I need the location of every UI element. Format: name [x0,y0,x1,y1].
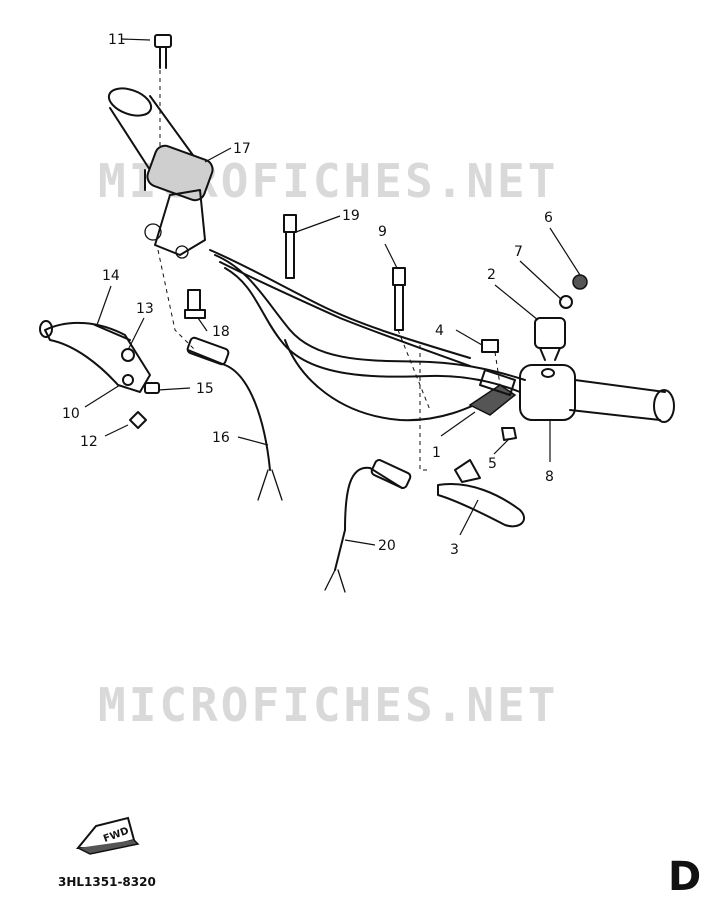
callout-20: 20 [378,538,396,554]
callout-18: 18 [212,324,230,340]
sheet-letter: D [668,854,701,900]
callout-1: 1 [432,445,441,461]
part-code: 3HL1351-8320 [58,875,156,889]
callout-6: 6 [544,210,553,226]
callout-13: 13 [136,301,154,317]
callout-4: 4 [435,323,444,339]
throttle-grip-left [107,87,214,259]
assembly-lines [157,70,501,471]
callout-14: 14 [102,268,120,284]
handlebar [209,249,526,422]
callout-19: 19 [342,208,360,224]
callout-17: 17 [233,141,251,157]
lever-holder [468,274,588,416]
grip-right [519,364,675,423]
callout-7: 7 [514,244,523,260]
callout-10: 10 [62,406,80,422]
callout-3: 3 [450,542,459,558]
fwd-arrow-icon: FWD [75,816,140,855]
callout-12: 12 [80,434,98,450]
clutch-lever-left [39,320,160,429]
callout-11: 11 [108,32,126,48]
callout-2: 2 [487,267,496,283]
leader-lines [84,38,581,546]
callout-9: 9 [378,224,387,240]
callout-15: 15 [196,381,214,397]
callout-8: 8 [545,469,554,485]
callout-5: 5 [488,456,497,472]
small-hardware [122,34,517,441]
switch-cables [186,336,412,593]
brake-lever-right [437,459,525,528]
callout-16: 16 [212,430,230,446]
watermark-bottom: MICROFICHES.NET [98,678,558,732]
